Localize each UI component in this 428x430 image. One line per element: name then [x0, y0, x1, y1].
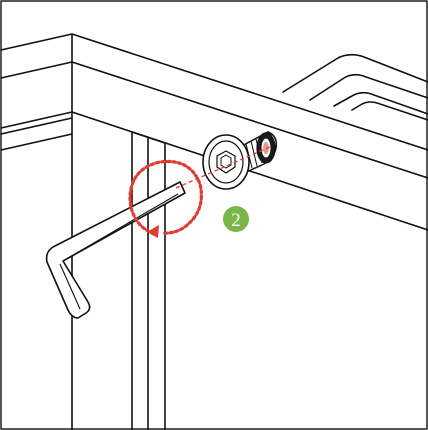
barrel-bolt-icon	[202, 131, 278, 190]
hex-key-icon	[45, 181, 186, 319]
step-badge-circle	[223, 206, 249, 232]
step-number: 2	[231, 210, 241, 231]
alignment-guide	[175, 145, 273, 189]
left-post	[0, 111, 73, 430]
step-badge: 2	[223, 206, 249, 232]
top-rail	[0, 33, 428, 231]
back-rails	[282, 53, 428, 121]
rotate-counterclockwise-icon	[128, 159, 203, 238]
